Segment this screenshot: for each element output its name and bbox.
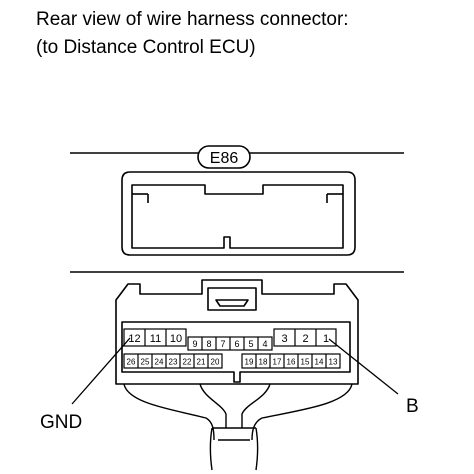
connector-side-inner — [131, 184, 344, 249]
pin-17: 17 — [273, 358, 282, 367]
pin-13: 13 — [329, 358, 338, 367]
gnd-leader-line — [71, 337, 131, 405]
pin-16: 16 — [287, 358, 296, 367]
pin-24: 24 — [155, 358, 164, 367]
b-leader-line — [328, 338, 399, 395]
pin-15: 15 — [301, 358, 310, 367]
pin-18: 18 — [259, 358, 268, 367]
terminal-frame — [121, 321, 351, 383]
pin-14: 14 — [315, 358, 324, 367]
pin-1: 1 — [323, 333, 329, 345]
pin-26: 26 — [127, 358, 136, 367]
terminal-block-upper-left — [123, 328, 187, 347]
pin-3: 3 — [281, 333, 287, 345]
pin-8: 8 — [206, 339, 211, 349]
connector-side-view — [121, 171, 356, 256]
pin-2: 2 — [302, 333, 308, 345]
terminal-block-lower-left — [123, 353, 223, 369]
wire-strand-1 — [199, 383, 227, 428]
title-line-2: (to Distance Control ECU) — [36, 37, 256, 58]
title-line-1: Rear view of wire harness connector: — [36, 9, 349, 30]
pin-22: 22 — [183, 358, 192, 367]
pin-23: 23 — [169, 358, 178, 367]
pin-9: 9 — [192, 339, 197, 349]
connector-rear-outline — [115, 279, 359, 385]
pin-20: 20 — [211, 358, 220, 367]
terminal-block-upper-right — [273, 328, 337, 347]
pin-11: 11 — [150, 333, 161, 345]
pin-25: 25 — [141, 358, 150, 367]
pin-4: 4 — [262, 339, 267, 349]
b-label: B — [406, 396, 419, 417]
pin-7: 7 — [220, 339, 225, 349]
pin-10: 10 — [170, 333, 182, 345]
lock-tab-inner — [215, 299, 249, 307]
terminal-block-lower-right — [241, 353, 341, 369]
lock-tab — [207, 287, 257, 311]
connector-code-badge — [197, 145, 251, 169]
pin-19: 19 — [245, 358, 254, 367]
pin-5: 5 — [248, 339, 253, 349]
connector-code: E86 — [210, 150, 239, 167]
harness-sleeve — [209, 427, 259, 471]
pin-6: 6 — [234, 339, 239, 349]
pin-12: 12 — [128, 333, 140, 345]
gnd-label: GND — [40, 412, 82, 433]
wire-bundle-right — [251, 383, 353, 441]
wire-strand-2 — [241, 383, 271, 428]
pin-21: 21 — [197, 358, 206, 367]
wire-bundle-left — [123, 383, 215, 441]
